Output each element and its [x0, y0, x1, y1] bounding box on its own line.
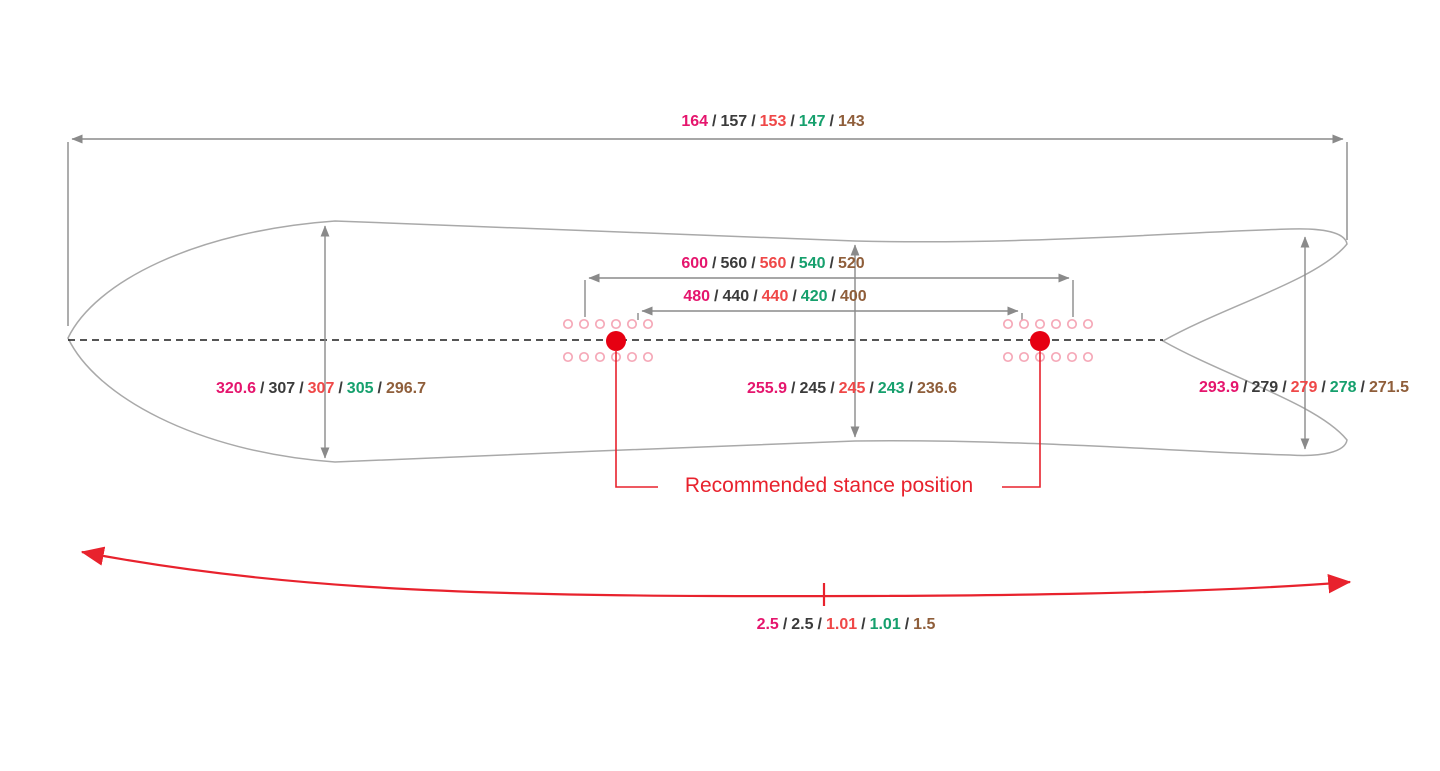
waist-width-label: 255.9/245/245/243/236.6: [746, 380, 958, 397]
insert-hole: [1050, 318, 1062, 330]
stance-dot-back: [1030, 331, 1050, 351]
insert-hole: [1066, 318, 1078, 330]
insert-hole: [1018, 318, 1030, 330]
binding-insert-holes: [562, 318, 1094, 363]
insert-hole: [578, 351, 590, 363]
insert-hole: [594, 351, 606, 363]
insert-hole: [562, 351, 574, 363]
insert-hole: [562, 318, 574, 330]
insert-hole: [642, 318, 654, 330]
insert-hole: [642, 351, 654, 363]
board-outline: [67, 220, 1348, 463]
camber-height-label: 2.5/2.5/1.01/1.01/1.5: [756, 616, 936, 633]
insert-span-inner-label: 480/440/440/420/400: [683, 288, 867, 305]
insert-hole: [1018, 351, 1030, 363]
insert-hole: [1002, 351, 1014, 363]
stance-leader-front: [615, 350, 658, 488]
insert-hole: [594, 318, 606, 330]
length-size4: 147: [798, 113, 826, 130]
length-size2: 157: [720, 113, 748, 130]
nose-width-label: 320.6/307/307/305/296.7: [215, 380, 427, 397]
insert-hole: [1002, 318, 1014, 330]
camber-profile-curve: [80, 546, 1352, 598]
insert-hole: [1034, 318, 1046, 330]
length-size3: 153: [759, 113, 787, 130]
insert-hole: [1082, 351, 1094, 363]
insert-hole: [578, 318, 590, 330]
stance-dot-front: [606, 331, 626, 351]
insert-hole: [610, 318, 622, 330]
length-size5: 143: [837, 113, 865, 130]
insert-hole: [1066, 351, 1078, 363]
length-size1: 164: [681, 113, 709, 130]
insert-span-outer-label: 600/560/560/540/520: [681, 255, 865, 272]
insert-hole: [626, 351, 638, 363]
insert-hole: [1082, 318, 1094, 330]
tail-width-label: 293.9/279/279/278/271.5: [1198, 379, 1410, 396]
insert-hole: [1050, 351, 1062, 363]
stance-position-label: Recommended stance position: [684, 474, 974, 497]
stance-leader-back: [1002, 350, 1041, 488]
insert-hole: [626, 318, 638, 330]
overall-length-label: 164/157/153/147/143: [681, 113, 865, 130]
